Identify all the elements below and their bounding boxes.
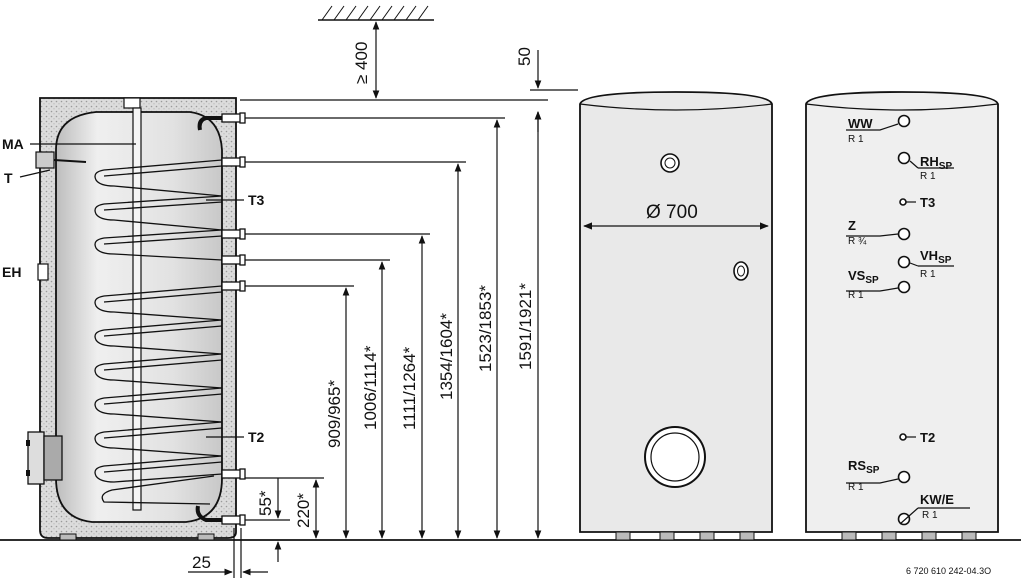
label-back-t2: T2 <box>920 430 935 445</box>
thermometer <box>35 151 87 169</box>
dim-220: 220* <box>294 493 313 528</box>
dim-diameter: Ø 700 <box>646 202 698 223</box>
back-view <box>805 91 999 541</box>
vs-main: VS <box>848 268 866 283</box>
label-rs: RSSP <box>848 458 880 476</box>
tank-feet <box>59 533 215 541</box>
vs-sub: SP <box>865 275 879 286</box>
thread-z: R ¾ <box>848 236 867 247</box>
dim-909: 909/965* <box>325 380 344 448</box>
rh-sub: SP <box>939 161 953 172</box>
rs-sub: SP <box>866 465 880 476</box>
label-t3: T3 <box>248 192 265 208</box>
label-eh: EH <box>2 264 21 280</box>
dimension-lines <box>188 21 578 578</box>
t2-main: T2 <box>248 429 265 445</box>
back-t3-main: T3 <box>920 195 935 210</box>
thread-ww: R 1 <box>848 134 864 145</box>
vh-connection <box>897 255 911 269</box>
rh-connection <box>897 151 911 165</box>
dim-55: 55* <box>256 490 275 516</box>
label-vs: VSSP <box>848 268 879 286</box>
t3-connection <box>899 198 907 206</box>
thread-kw: R 1 <box>922 510 938 521</box>
rs-connection <box>897 470 911 484</box>
front-view <box>579 91 773 541</box>
inspection-flange <box>26 431 63 485</box>
z-connection <box>897 227 911 241</box>
label-ww: WW <box>848 116 873 131</box>
t3-main: T3 <box>248 192 265 208</box>
back-t2-main: T2 <box>920 430 935 445</box>
dim-1591: 1591/1921* <box>516 283 535 370</box>
drawing-number: 6 720 610 242-04.3O <box>906 566 991 576</box>
label-rh: RHSP <box>920 154 952 172</box>
front-inspection-opening <box>644 426 706 488</box>
dim-clearance-top: ≥ 400 <box>352 42 371 84</box>
upper-heat-exchanger-coil <box>94 159 223 261</box>
t2-connection <box>899 433 907 441</box>
thread-vs: R 1 <box>848 290 864 301</box>
hot-water-outlet-pipe <box>197 116 222 131</box>
lower-heat-exchanger-coil <box>94 285 223 505</box>
label-ma: MA <box>2 136 24 152</box>
label-kw: KW/E <box>920 492 954 507</box>
kw-connection <box>897 512 911 526</box>
dim-top-gap: 50 <box>515 47 534 66</box>
back-casing <box>805 91 999 533</box>
front-casing <box>579 91 773 533</box>
electric-heater-port <box>37 263 49 281</box>
thread-rh: R 1 <box>920 171 936 182</box>
magnesium-anode <box>123 97 142 511</box>
rh-main: RH <box>920 154 939 169</box>
rs-main: RS <box>848 458 866 473</box>
label-vh: VHSP <box>920 248 952 266</box>
label-back-t3: T3 <box>920 195 935 210</box>
t-leader <box>19 169 51 178</box>
cold-water-inlet-pipe <box>195 505 222 522</box>
dim-25: 25 <box>192 553 211 572</box>
label-t: T <box>4 170 13 186</box>
vh-main: VH <box>920 248 938 263</box>
front-thermometer-dial <box>660 153 680 173</box>
dim-1111: 1111/1264* <box>400 346 419 430</box>
ceiling-hatch <box>318 5 434 21</box>
vs-connection <box>897 280 911 294</box>
dim-1523: 1523/1853* <box>476 285 495 372</box>
ww-connection <box>897 114 911 128</box>
thread-vh: R 1 <box>920 269 936 280</box>
thread-rs: R 1 <box>848 482 864 493</box>
dim-1354: 1354/1604* <box>437 313 456 400</box>
dim-1006: 1006/1114* <box>361 345 380 430</box>
vh-sub: SP <box>938 255 952 266</box>
section-view <box>19 97 246 541</box>
label-z: Z <box>848 218 856 233</box>
label-t2: T2 <box>248 429 265 445</box>
front-heater-port <box>733 261 749 281</box>
